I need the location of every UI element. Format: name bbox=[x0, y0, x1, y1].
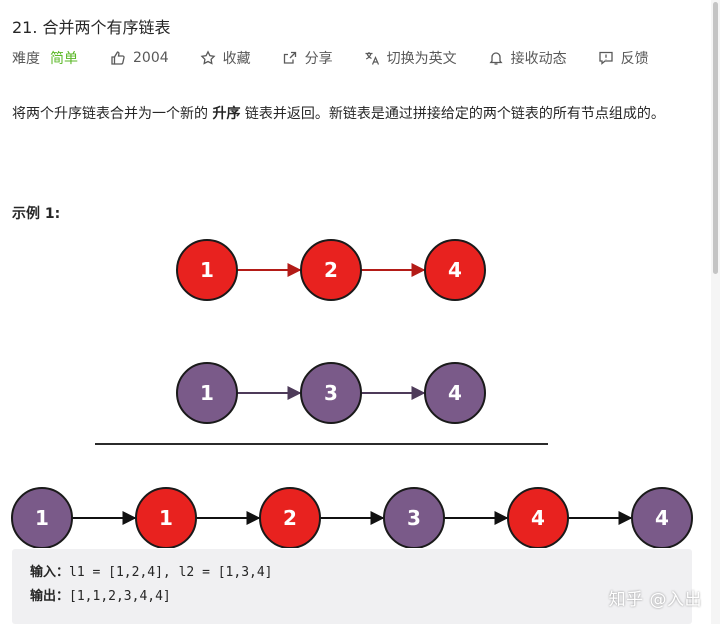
merged-node-3: 2 bbox=[259, 487, 321, 548]
list1-node-2-value: 2 bbox=[324, 258, 338, 282]
list2-node-1-circle bbox=[176, 362, 238, 424]
description-emphasis: 升序 bbox=[212, 106, 241, 122]
subscribe-label: 接收动态 bbox=[510, 51, 567, 67]
input-label: 输入： bbox=[30, 565, 70, 580]
description-text-continued: 链表并返回。新链表是通过拼接给定的两个链表的所有节点组成的。 bbox=[240, 106, 665, 122]
star-icon bbox=[200, 50, 216, 65]
translate-icon bbox=[365, 52, 379, 65]
merged-node-5-circle bbox=[507, 487, 569, 548]
bell-icon bbox=[489, 52, 503, 65]
list2-node-1-value: 1 bbox=[200, 381, 214, 405]
share-icon bbox=[283, 51, 296, 64]
merged-node-6-circle bbox=[631, 487, 693, 548]
description-text: 将两个升序链表合并为一个新的 bbox=[12, 106, 213, 122]
list2-node-1: 1 bbox=[176, 362, 238, 424]
merged-node-5-value: 4 bbox=[531, 506, 545, 530]
list2-node-3: 4 bbox=[424, 362, 486, 424]
list1-node-1-circle bbox=[176, 239, 238, 301]
merged-node-2-circle bbox=[135, 487, 197, 548]
merged-node-6: 4 bbox=[631, 487, 693, 548]
like-count: 2004 bbox=[133, 50, 169, 66]
share-label: 分享 bbox=[304, 51, 333, 67]
merged-node-3-value: 2 bbox=[283, 506, 297, 530]
example-code-block: 输入：l1 = [1,2,4], l2 = [1,3,4] 输出：[1,1,2,… bbox=[12, 549, 692, 624]
list1-node-3-circle bbox=[424, 239, 486, 301]
merged-node-2-value: 1 bbox=[159, 506, 173, 530]
feedback-button[interactable]: 反馈 bbox=[598, 48, 649, 68]
list1-node-2: 2 bbox=[300, 239, 362, 301]
output-value: [1,1,2,3,4,4] bbox=[69, 589, 171, 604]
list2-node-3-value: 4 bbox=[448, 381, 462, 405]
list2-node-2-value: 3 bbox=[324, 381, 338, 405]
favorite-button[interactable]: 收藏 bbox=[200, 48, 251, 68]
input-value: l1 = [1,2,4], l2 = [1,3,4] bbox=[69, 565, 273, 580]
scrollbar-thumb[interactable] bbox=[713, 2, 718, 274]
list1-node-3-value: 4 bbox=[448, 258, 462, 282]
feedback-label: 反馈 bbox=[620, 51, 649, 67]
linked-list-diagram: 1 2 4 1 3 4 1 1 2 3 4 4 bbox=[11, 239, 693, 548]
list2-node-2-circle bbox=[300, 362, 362, 424]
list2-node-2: 3 bbox=[300, 362, 362, 424]
watermark: 知乎 @入出 bbox=[608, 590, 702, 610]
merged-node-4-value: 3 bbox=[407, 506, 421, 530]
input-line: 输入：l1 = [1,2,4], l2 = [1,3,4] bbox=[30, 561, 692, 585]
problem-description: 将两个升序链表合并为一个新的 升序 链表并返回。新链表是通过拼接给定的两个链表的… bbox=[12, 103, 702, 126]
scrollbar-track[interactable] bbox=[711, 0, 720, 624]
list1-node-1-value: 1 bbox=[200, 258, 214, 282]
merged-node-4-circle bbox=[383, 487, 445, 548]
thumbs-up-icon bbox=[111, 51, 125, 65]
feedback-icon bbox=[598, 51, 613, 65]
problem-meta-bar: 难度 简单 2004 收藏 分享 切换为英文 接收动态 反馈 bbox=[12, 48, 649, 68]
merged-node-3-circle bbox=[259, 487, 321, 548]
difficulty-badge: 简单 bbox=[50, 51, 78, 67]
merged-node-4: 3 bbox=[383, 487, 445, 548]
switch-language-label: 切换为英文 bbox=[386, 51, 457, 67]
problem-title: 21. 合并两个有序链表 bbox=[12, 18, 171, 37]
merged-node-2: 1 bbox=[135, 487, 197, 548]
merged-node-6-value: 4 bbox=[655, 506, 669, 530]
switch-language-button[interactable]: 切换为英文 bbox=[364, 48, 457, 68]
example-title: 示例 1: bbox=[12, 206, 61, 222]
share-button[interactable]: 分享 bbox=[282, 48, 333, 68]
like-button[interactable]: 2004 bbox=[110, 50, 169, 66]
list2-node-3-circle bbox=[424, 362, 486, 424]
list1-node-3: 4 bbox=[424, 239, 486, 301]
merged-node-1-circle bbox=[11, 487, 73, 548]
favorite-label: 收藏 bbox=[222, 51, 251, 67]
list1-node-2-circle bbox=[300, 239, 362, 301]
difficulty-label: 难度 bbox=[12, 51, 40, 67]
subscribe-button[interactable]: 接收动态 bbox=[488, 48, 567, 68]
list1-node-1: 1 bbox=[176, 239, 238, 301]
merged-node-1: 1 bbox=[11, 487, 73, 548]
merged-node-1-value: 1 bbox=[35, 506, 49, 530]
output-line: 输出：[1,1,2,3,4,4] bbox=[30, 585, 692, 609]
merged-node-5: 4 bbox=[507, 487, 569, 548]
output-label: 输出： bbox=[30, 589, 70, 604]
